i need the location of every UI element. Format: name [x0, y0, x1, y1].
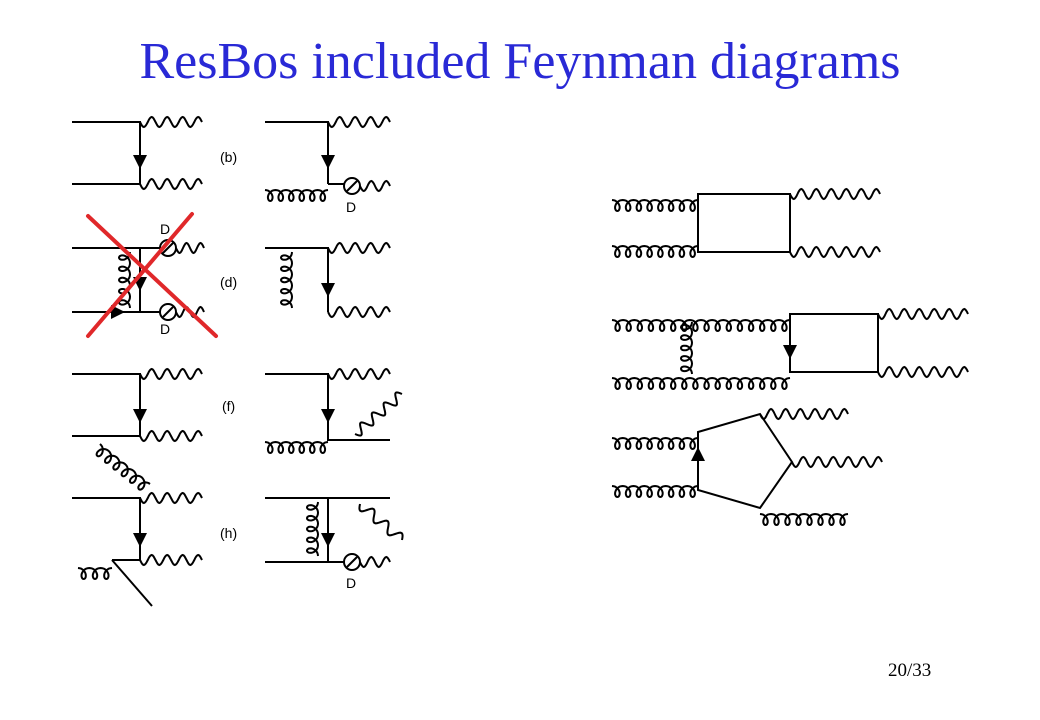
vertex-label-h: D [346, 575, 356, 591]
gluon-propagator [611, 376, 791, 391]
photon-propagator [139, 177, 203, 191]
gluon-propagator [279, 251, 294, 309]
diagram-g [72, 491, 203, 607]
diagram-f [264, 367, 403, 455]
vertex-label-c-bottom: D [160, 321, 170, 337]
photon-propagator [759, 407, 849, 421]
gluon-propagator [611, 198, 699, 213]
gluon-propagator [611, 484, 699, 499]
gluon-propagator [77, 566, 113, 581]
gluon-propagator [611, 244, 699, 259]
photon-propagator [358, 503, 404, 541]
diagram-d [265, 241, 391, 319]
panel-label-b: (b) [220, 149, 237, 165]
photon-propagator [789, 245, 881, 259]
diagram-box-gg [611, 187, 881, 259]
photon-propagator [327, 305, 391, 319]
diagram-box-gluon-exchange [611, 307, 969, 391]
diagram-a [72, 115, 203, 191]
gluon-propagator [264, 440, 329, 455]
photon-propagator [327, 115, 391, 129]
photon-propagator [791, 455, 883, 469]
diagram-b [264, 115, 391, 203]
panel-label-d: (d) [220, 274, 237, 290]
gluon-propagator [679, 321, 694, 375]
photon-propagator [877, 365, 969, 379]
photon-propagator [175, 241, 205, 255]
slide-title: ResBos included Feynman diagrams [139, 33, 901, 90]
photon-propagator [139, 553, 203, 567]
gluon-propagator [305, 501, 320, 557]
vertex-label-b: D [346, 199, 356, 215]
page-number: 20/33 [888, 660, 932, 681]
photon-propagator [327, 367, 391, 381]
photon-propagator [359, 179, 391, 193]
gluon-propagator [117, 251, 132, 309]
diagram-h [265, 497, 404, 571]
gluon-propagator [95, 443, 151, 491]
photon-propagator [139, 429, 203, 443]
gluon-propagator [759, 512, 849, 527]
photon-propagator [877, 307, 969, 321]
panel-label-f: (f) [222, 398, 235, 414]
cross-out-mark [86, 212, 218, 338]
photon-propagator [354, 391, 403, 437]
photon-propagator [139, 491, 203, 505]
gluon-propagator [264, 188, 329, 203]
photon-propagator [789, 187, 881, 201]
photon-propagator [139, 115, 203, 129]
gluon-propagator [611, 318, 791, 333]
vertex-label-c-top: D [160, 221, 170, 237]
gluon-propagator [611, 436, 699, 451]
photon-propagator [139, 367, 203, 381]
photon-propagator [327, 241, 391, 255]
photon-propagator [359, 555, 391, 569]
diagram-pentagon [611, 407, 883, 527]
diagram-e [72, 367, 203, 491]
panel-label-h: (h) [220, 525, 237, 541]
